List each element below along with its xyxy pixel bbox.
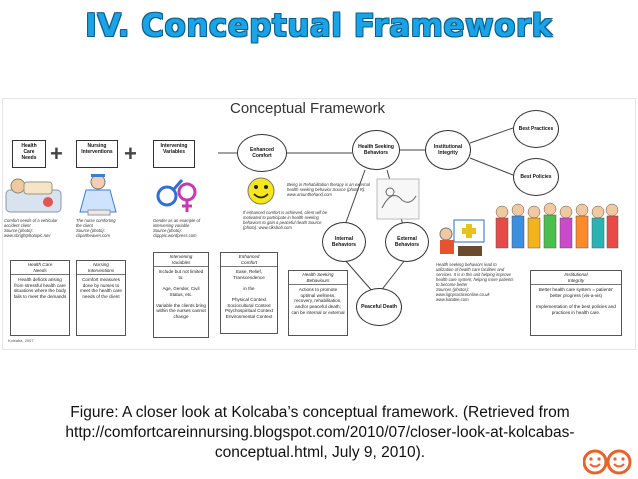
figure-title: Conceptual Framework [230, 100, 386, 117]
institutional-integrity-node: Institutional Integrity [425, 130, 471, 170]
smiley-face-icon [247, 177, 275, 205]
accident-client-image [5, 178, 62, 213]
lower-box-nursing-interventions: Nursing Interventions Comfort measures d… [76, 260, 126, 336]
note-facility: Health seeking behaviors lead to utiliza… [436, 262, 514, 302]
lower-box-body: Better health care system = patients' be… [536, 287, 616, 315]
lower-box-body: Health deficits arising from stressful h… [13, 277, 67, 299]
note-gender: Gender as an example of intervening vari… [153, 218, 201, 238]
lower-box-body: Actions to promote optimal wellness, rec… [291, 287, 345, 315]
lower-box-header: Nursing Interventions [77, 261, 125, 276]
lower-box-institutional-integrity: Institutional Integrity Better health ca… [530, 270, 622, 336]
lower-box-health-seeking: Health Seeking Behaviours Actions to pro… [288, 270, 348, 336]
lower-box-intervening-variables: Intervening Variables Include but not li… [153, 252, 209, 338]
figure-caption: Figure: A closer look at Kolcaba’s conce… [65, 404, 575, 461]
internal-behaviors-node: Internal Behaviors [322, 222, 366, 262]
line-external-death [379, 259, 406, 293]
nursing-interventions-box: Nursing Interventions [76, 140, 118, 168]
plus-sign-2: + [124, 141, 137, 166]
smiley-logo-icon [583, 449, 632, 475]
lower-box-header: Institutional Integrity [531, 271, 621, 286]
external-behaviors-node: External Behaviors [385, 222, 429, 262]
line-internal-death [344, 259, 374, 293]
lower-box-header: Enhanced Comfort [221, 253, 277, 268]
note-nurse: The nurse comforting the client Source (… [76, 218, 116, 238]
best-practices-node: Best Practices [513, 110, 559, 148]
slide-title: IV. Conceptual Framework [85, 8, 553, 44]
arrow-to-best-policies [469, 157, 514, 176]
lower-box-body: Comfort measures done by nurses to meet … [80, 277, 122, 299]
note-rehab: Being in Rehabilitation therapy is an ex… [287, 182, 370, 197]
lower-box-body: Ease, Relief, Transcendence in the Physi… [224, 269, 273, 319]
lower-box-header: Intervening Variables [154, 253, 208, 268]
health-seeking-node: Health Seeking Behaviors [352, 130, 400, 170]
lower-box-header: Health Seeking Behaviours [289, 271, 347, 286]
peaceful-death-node: Peaceful Death [356, 288, 402, 326]
nurse-image [79, 174, 117, 216]
enhanced-comfort-node: Enhanced Comfort [237, 134, 287, 172]
gender-symbols-image [156, 179, 197, 212]
plus-sign-1: + [50, 141, 63, 166]
lower-box-enhanced-comfort: Enhanced Comfort Ease, Relief, Transcend… [220, 252, 278, 334]
line-to-internal [344, 169, 366, 226]
crowd-of-people-image [495, 202, 619, 249]
lower-box-health-care-needs: Health Care Needs Health deficits arisin… [10, 260, 70, 336]
lower-box-header: Health Care Needs [11, 261, 69, 276]
best-policies-node: Best Policies [513, 158, 559, 196]
note-accident-client: Comfort needs of a vehicular accident cl… [4, 218, 58, 238]
healthcare-facility-image [439, 219, 485, 256]
arrow-to-best-practices [469, 127, 514, 144]
health-care-needs-box: Health Care Needs [12, 140, 46, 168]
note-enhanced-comfort: If enhanced comfort is achieved, client … [243, 210, 328, 230]
lower-box-body: Include but not limited to: Age, Gender,… [156, 269, 206, 319]
intervening-variables-box: Intervening Variables [153, 140, 195, 168]
figure-credit: Kolcaba, 2007 [8, 338, 34, 343]
rehab-therapy-image [376, 178, 420, 220]
